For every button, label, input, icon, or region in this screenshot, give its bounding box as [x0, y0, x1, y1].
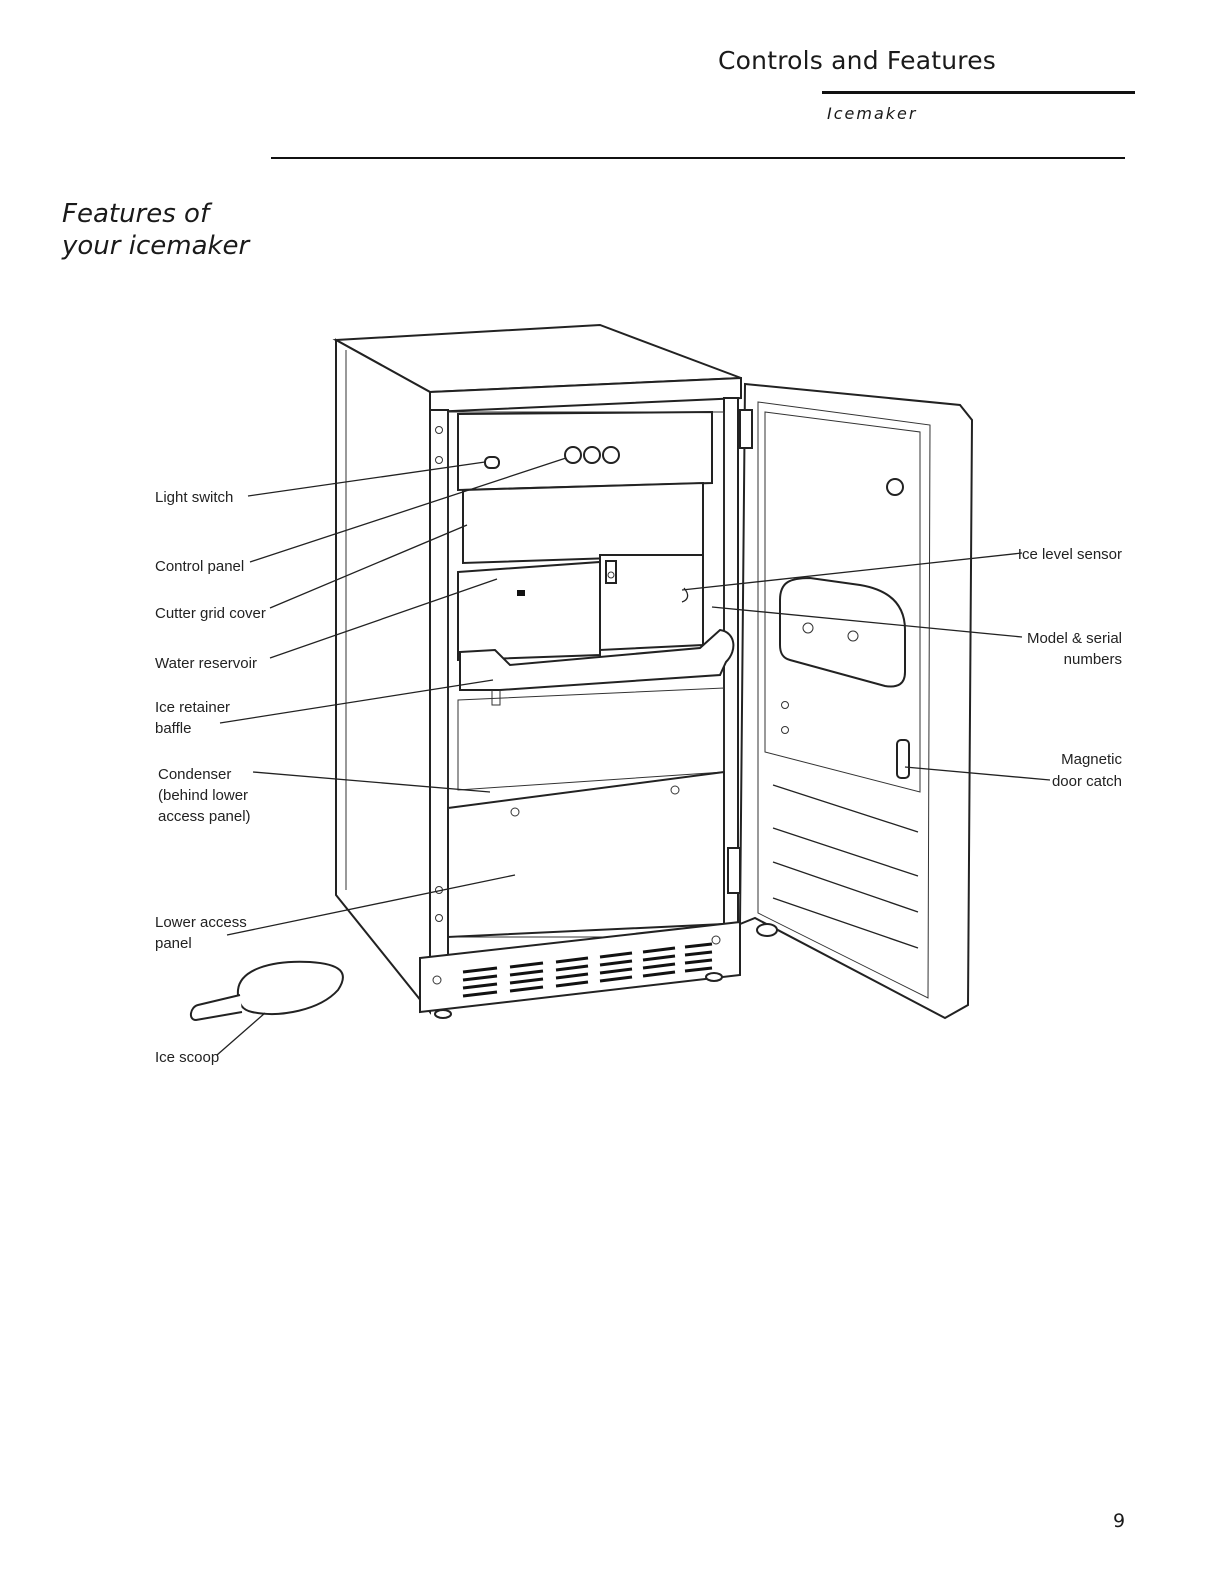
label-water-reservoir: Water reservoir — [155, 655, 257, 672]
cabinet-illustration — [336, 325, 741, 1018]
cabinet-left-side — [336, 340, 430, 1012]
door-sensor — [887, 479, 903, 495]
label-condenser-line1: Condenser — [158, 766, 231, 783]
scoop-handle — [191, 995, 242, 1020]
label-condenser-line2: (behind lower — [158, 787, 248, 804]
label-ice-retainer-baffle-line2: baffle — [155, 720, 191, 737]
label-condenser-line3: access panel) — [158, 808, 251, 825]
label-magnetic-catch-line2: door catch — [1052, 773, 1122, 790]
magnetic-catch — [897, 740, 909, 778]
water-reservoir — [458, 562, 600, 660]
lower-access-panel — [448, 772, 724, 937]
label-light-switch: Light switch — [155, 489, 233, 506]
label-ice-level-sensor: Ice level sensor — [1018, 546, 1122, 563]
door-illustration — [728, 384, 972, 1018]
ice-scoop-illustration — [191, 962, 343, 1020]
label-cutter-grid-cover: Cutter grid cover — [155, 605, 266, 622]
label-lower-access-panel-line1: Lower access — [155, 914, 247, 931]
light-switch-knob — [485, 457, 499, 468]
label-model-serial-line1: Model & serial — [1027, 630, 1122, 647]
front-left-frame — [430, 410, 448, 958]
top-hinge — [740, 410, 752, 448]
control-button-2 — [584, 447, 600, 463]
bottom-hinge — [728, 848, 740, 893]
control-button-1 — [565, 447, 581, 463]
door-panel — [740, 384, 972, 1018]
label-magnetic-catch-line1: Magnetic — [1061, 751, 1122, 768]
scoop-bowl — [238, 962, 343, 1014]
label-ice-retainer-baffle-line1: Ice retainer — [155, 699, 230, 716]
control-button-3 — [603, 447, 619, 463]
page-number: 9 — [1113, 1510, 1125, 1532]
label-ice-scoop: Ice scoop — [155, 1049, 219, 1066]
cutter-grid-cover — [463, 483, 703, 563]
label-lower-access-panel-line2: panel — [155, 935, 192, 952]
label-control-panel: Control panel — [155, 558, 244, 575]
label-model-serial-line2: numbers — [1064, 651, 1122, 668]
